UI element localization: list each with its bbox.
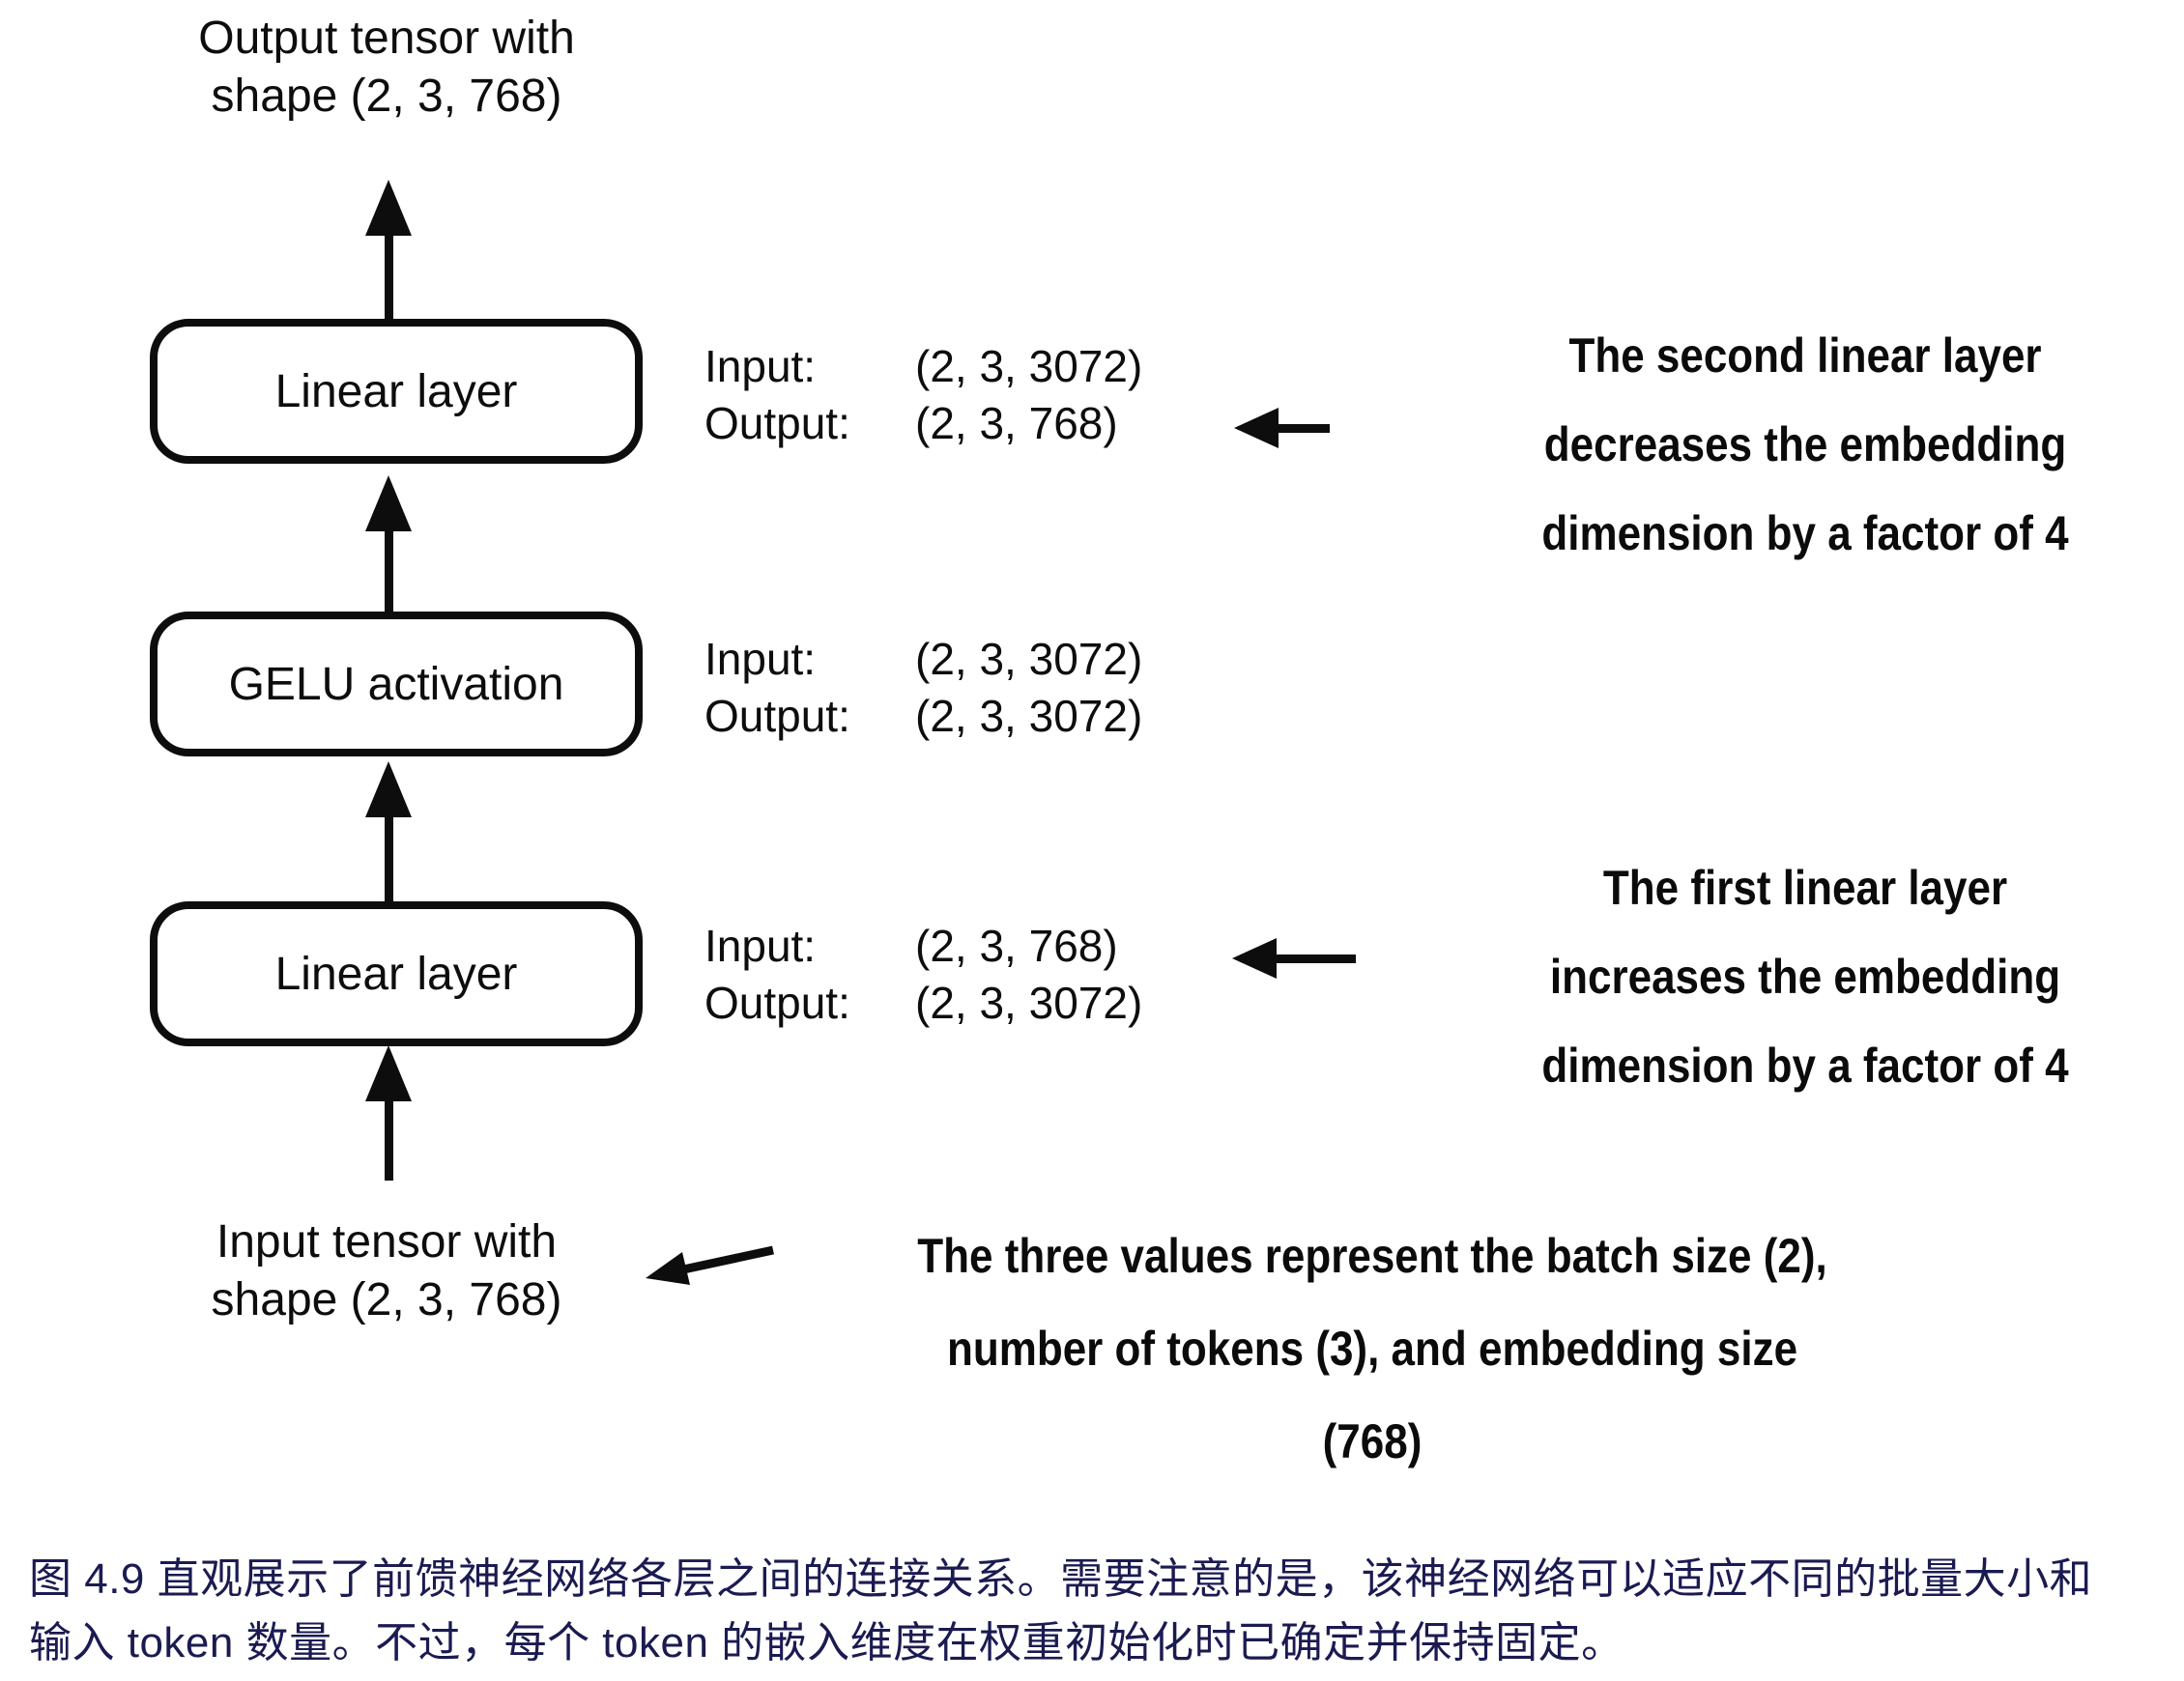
arrow-head: [1232, 938, 1277, 979]
note-line: (768): [1322, 1414, 1422, 1468]
node-gelu-activation: GELU activation: [150, 612, 643, 756]
io-input-row: Input: (2, 3, 3072): [704, 338, 1142, 395]
io-input-label: Input:: [704, 921, 817, 971]
arrow-head: [365, 475, 412, 531]
arrow-up-gelu-to-linear2: [365, 475, 412, 612]
node-label: GELU activation: [228, 658, 564, 710]
note-first-linear-layer: The first linear layer increases the emb…: [1465, 843, 2145, 1110]
output-tensor-label-line1: Output tensor with: [198, 13, 575, 64]
figure-caption: 图 4.9 直观展示了前馈神经网络各层之间的连接关系。需要注意的是，该神经网络可…: [29, 1548, 2174, 1675]
io-output-row: Output: (2, 3, 3072): [704, 688, 1142, 745]
arrow-up-to-output-tensor: [365, 180, 412, 319]
input-tensor-label-line1: Input tensor with: [216, 1216, 558, 1268]
arrow-head: [1234, 408, 1279, 448]
arrow-to-input-tensor-label: [646, 1245, 774, 1285]
note-line: dimension by a factor of 4: [1541, 1039, 2069, 1093]
arrow-left-first-linear-note: [1232, 938, 1356, 979]
node-linear-layer-2: Linear layer: [150, 319, 643, 464]
arrow-up-linear1-to-gelu: [365, 761, 412, 901]
arrow-shaft: [384, 529, 393, 612]
arrow-shaft: [384, 234, 393, 319]
arrow-left-second-linear-note: [1234, 408, 1330, 448]
io-block-gelu: Input: (2, 3, 3072) Output: (2, 3, 3072): [704, 631, 1142, 745]
io-input-shape: (2, 3, 3072): [915, 634, 1143, 684]
io-output-shape: (2, 3, 3072): [915, 691, 1143, 741]
arrow-head: [365, 761, 412, 817]
output-tensor-label: Output tensor with shape (2, 3, 768): [97, 10, 676, 126]
note-batch-tokens-embedding: The three values represent the batch siz…: [777, 1210, 1968, 1488]
note-line: dimension by a factor of 4: [1541, 506, 2069, 560]
note-line: The second linear layer: [1568, 328, 2042, 383]
note-line: The three values represent the batch siz…: [917, 1229, 1827, 1283]
io-output-row: Output: (2, 3, 768): [704, 395, 1142, 452]
io-input-shape: (2, 3, 3072): [915, 341, 1143, 391]
io-output-label: Output:: [704, 978, 850, 1028]
io-block-linear1: Input: (2, 3, 768) Output: (2, 3, 3072): [704, 918, 1142, 1032]
arrow-head: [365, 1045, 412, 1101]
figure-caption-line2: 输入 token 数量。不过，每个 token 的嵌入维度在权重初始化时已确定并…: [29, 1619, 1624, 1667]
note-second-linear-layer: The second linear layer decreases the em…: [1465, 311, 2145, 578]
note-line: decreases the embedding: [1543, 417, 2067, 471]
output-tensor-label-line2: shape (2, 3, 768): [211, 71, 562, 122]
arrow-shaft: [384, 815, 393, 901]
figure-caption-line1: 图 4.9 直观展示了前馈神经网络各层之间的连接关系。需要注意的是，该神经网络可…: [29, 1555, 2093, 1603]
arrow-shaft: [1275, 954, 1356, 963]
note-line: increases the embedding: [1549, 950, 2061, 1004]
node-label: Linear layer: [274, 948, 518, 1000]
arrow-shaft: [1277, 423, 1330, 433]
io-input-label: Input:: [704, 634, 817, 684]
io-block-linear2: Input: (2, 3, 3072) Output: (2, 3, 768): [704, 338, 1142, 452]
arrow-head: [365, 180, 412, 236]
input-tensor-label-line2: shape (2, 3, 768): [211, 1274, 562, 1325]
node-label: Linear layer: [274, 365, 518, 417]
node-linear-layer-1: Linear layer: [150, 901, 643, 1046]
io-output-shape: (2, 3, 768): [915, 398, 1118, 448]
io-output-shape: (2, 3, 3072): [915, 978, 1143, 1028]
io-input-row: Input: (2, 3, 3072): [704, 631, 1142, 688]
io-output-label: Output:: [704, 691, 850, 741]
arrow-up-input-to-linear1: [365, 1045, 412, 1181]
io-input-label: Input:: [704, 341, 817, 391]
note-line: The first linear layer: [1602, 861, 2008, 915]
io-output-label: Output:: [704, 398, 850, 448]
input-tensor-label: Input tensor with shape (2, 3, 768): [97, 1213, 676, 1329]
arrow-shaft: [384, 1099, 393, 1181]
io-output-row: Output: (2, 3, 3072): [704, 975, 1142, 1032]
note-line: number of tokens (3), and embedding size: [946, 1322, 1798, 1376]
io-input-shape: (2, 3, 768): [915, 921, 1118, 971]
io-input-row: Input: (2, 3, 768): [704, 918, 1142, 975]
